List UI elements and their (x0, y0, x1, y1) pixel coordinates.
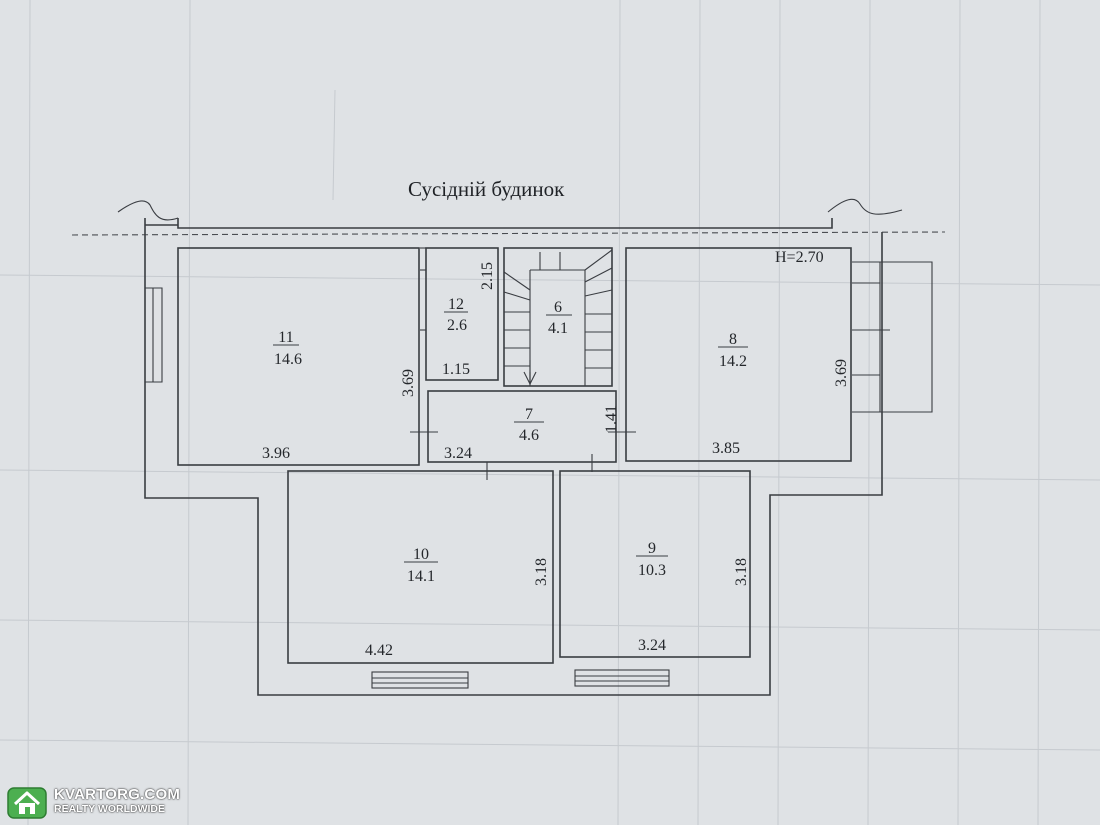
kvartorg-watermark: KVARTORG.COM REALTY WORLDWIDE (6, 781, 186, 821)
room-11-area: 14.6 (274, 351, 302, 368)
room-6-outline (503, 247, 613, 387)
dim-room-11-width: 3.96 (262, 445, 290, 462)
dim-room-9-height: 3.18 (733, 558, 750, 586)
dim-room-7-height: 1.41 (603, 405, 620, 433)
room-10-outline (287, 470, 554, 664)
dim-room-11-height: 3.69 (400, 369, 417, 397)
room-6-number: 6 (554, 299, 562, 316)
dimension-labels: 3.96 3.69 2.15 1.15 3.24 1.41 3.85 3.69 … (262, 262, 850, 659)
windows (371, 669, 670, 689)
dim-room-7-width: 3.24 (444, 445, 472, 462)
dim-room-12-width: 1.15 (442, 361, 470, 378)
room-12-number: 12 (448, 296, 464, 313)
plan-title: Сусідній будинок (408, 177, 565, 201)
staircase (503, 249, 613, 386)
dim-room-10-height: 3.18 (533, 558, 550, 586)
room-7-number: 7 (525, 406, 533, 423)
door-marks (410, 329, 636, 480)
dim-room-12-height: 2.15 (479, 262, 496, 290)
window-bottom-right (574, 669, 670, 687)
room-9-number: 9 (648, 540, 656, 557)
house-logo-icon (6, 782, 48, 820)
room-8-number: 8 (729, 331, 737, 348)
room-12-area: 2.6 (447, 317, 467, 334)
room-9-area: 10.3 (638, 562, 666, 579)
outer-walls (144, 218, 933, 696)
room-7-outline (427, 390, 617, 463)
room-10-number: 10 (413, 546, 429, 563)
dim-room-8-height: 3.69 (833, 359, 850, 387)
boundary-line (71, 231, 946, 236)
ceiling-height-label: H=2.70 (775, 249, 824, 266)
watermark-tagline: REALTY WORLDWIDE (54, 803, 166, 816)
window-bottom-left (371, 671, 469, 689)
room-9-outline (559, 470, 751, 658)
room-8-outline (625, 247, 852, 462)
stair-arrow-icon (523, 360, 537, 386)
break-mark-left (117, 200, 179, 221)
room-11-outline (177, 247, 420, 466)
dim-room-9-width: 3.24 (638, 637, 666, 654)
dim-room-8-width: 3.85 (712, 440, 740, 457)
break-mark-right (827, 198, 903, 215)
room-11-number: 11 (278, 329, 293, 346)
room-8-area: 14.2 (719, 353, 747, 370)
room-walls (177, 247, 852, 664)
room-7-area: 4.6 (519, 427, 539, 444)
dim-room-10-width: 4.42 (365, 642, 393, 659)
room-10-area: 14.1 (407, 568, 435, 585)
room-12-outline (425, 247, 499, 381)
watermark-brand: KVARTORG.COM (54, 786, 181, 804)
room-labels: 11 14.6 12 2.6 6 4.1 8 14.2 7 4.6 10 14.… (273, 296, 748, 585)
room-6-area: 4.1 (548, 320, 568, 337)
